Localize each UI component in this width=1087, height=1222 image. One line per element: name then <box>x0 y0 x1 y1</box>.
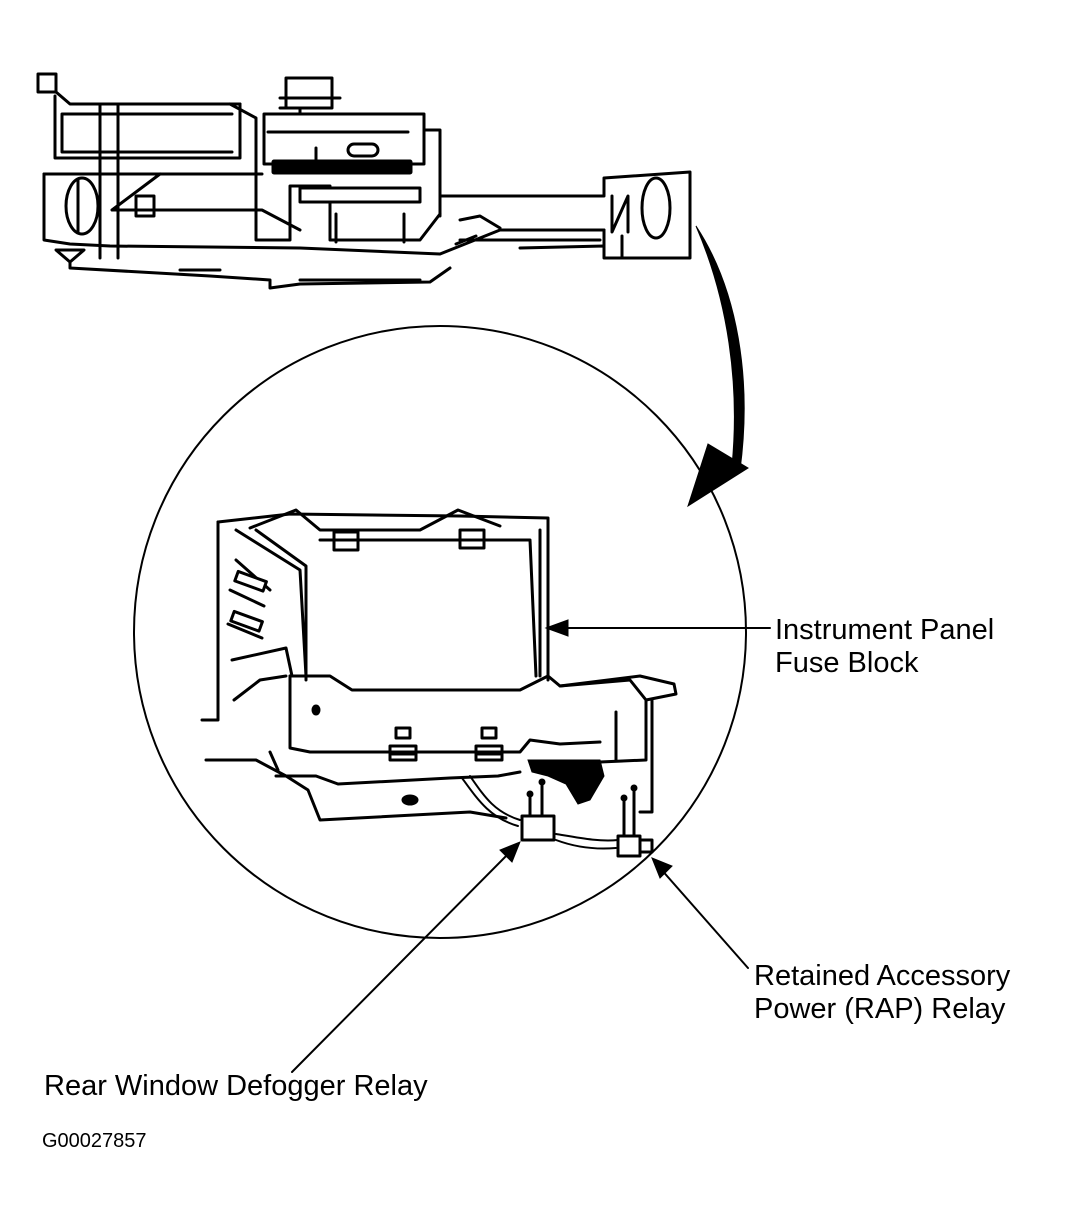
leader-fuse-block <box>544 619 771 637</box>
instrument-panel-assembly <box>36 72 692 290</box>
detail-circle <box>133 325 747 939</box>
socket-left <box>388 726 418 762</box>
rear-defogger-relay <box>520 778 556 842</box>
zoom-arrow <box>687 225 749 508</box>
fuse-block-label-line2: Fuse Block <box>775 647 919 679</box>
rap-relay-label: Retained Accessory Power (RAP) Relay <box>754 960 1010 1026</box>
rap-relay <box>616 784 654 858</box>
figure-code: G00027857 <box>42 1130 147 1152</box>
fuse-block-detail <box>200 508 678 858</box>
fuse-block-label: Instrument Panel Fuse Block <box>775 614 994 680</box>
leader-defogger-relay <box>291 841 521 1073</box>
fuse-block-label-line1: Instrument Panel <box>775 614 995 646</box>
defogger-relay-label: Rear Window Defogger Relay <box>44 1070 428 1102</box>
socket-right <box>474 726 504 762</box>
leader-rap-relay <box>651 857 749 969</box>
rap-relay-label-line1: Retained Accessory <box>754 960 1011 992</box>
rap-relay-label-line2: Power (RAP) Relay <box>754 993 1006 1025</box>
